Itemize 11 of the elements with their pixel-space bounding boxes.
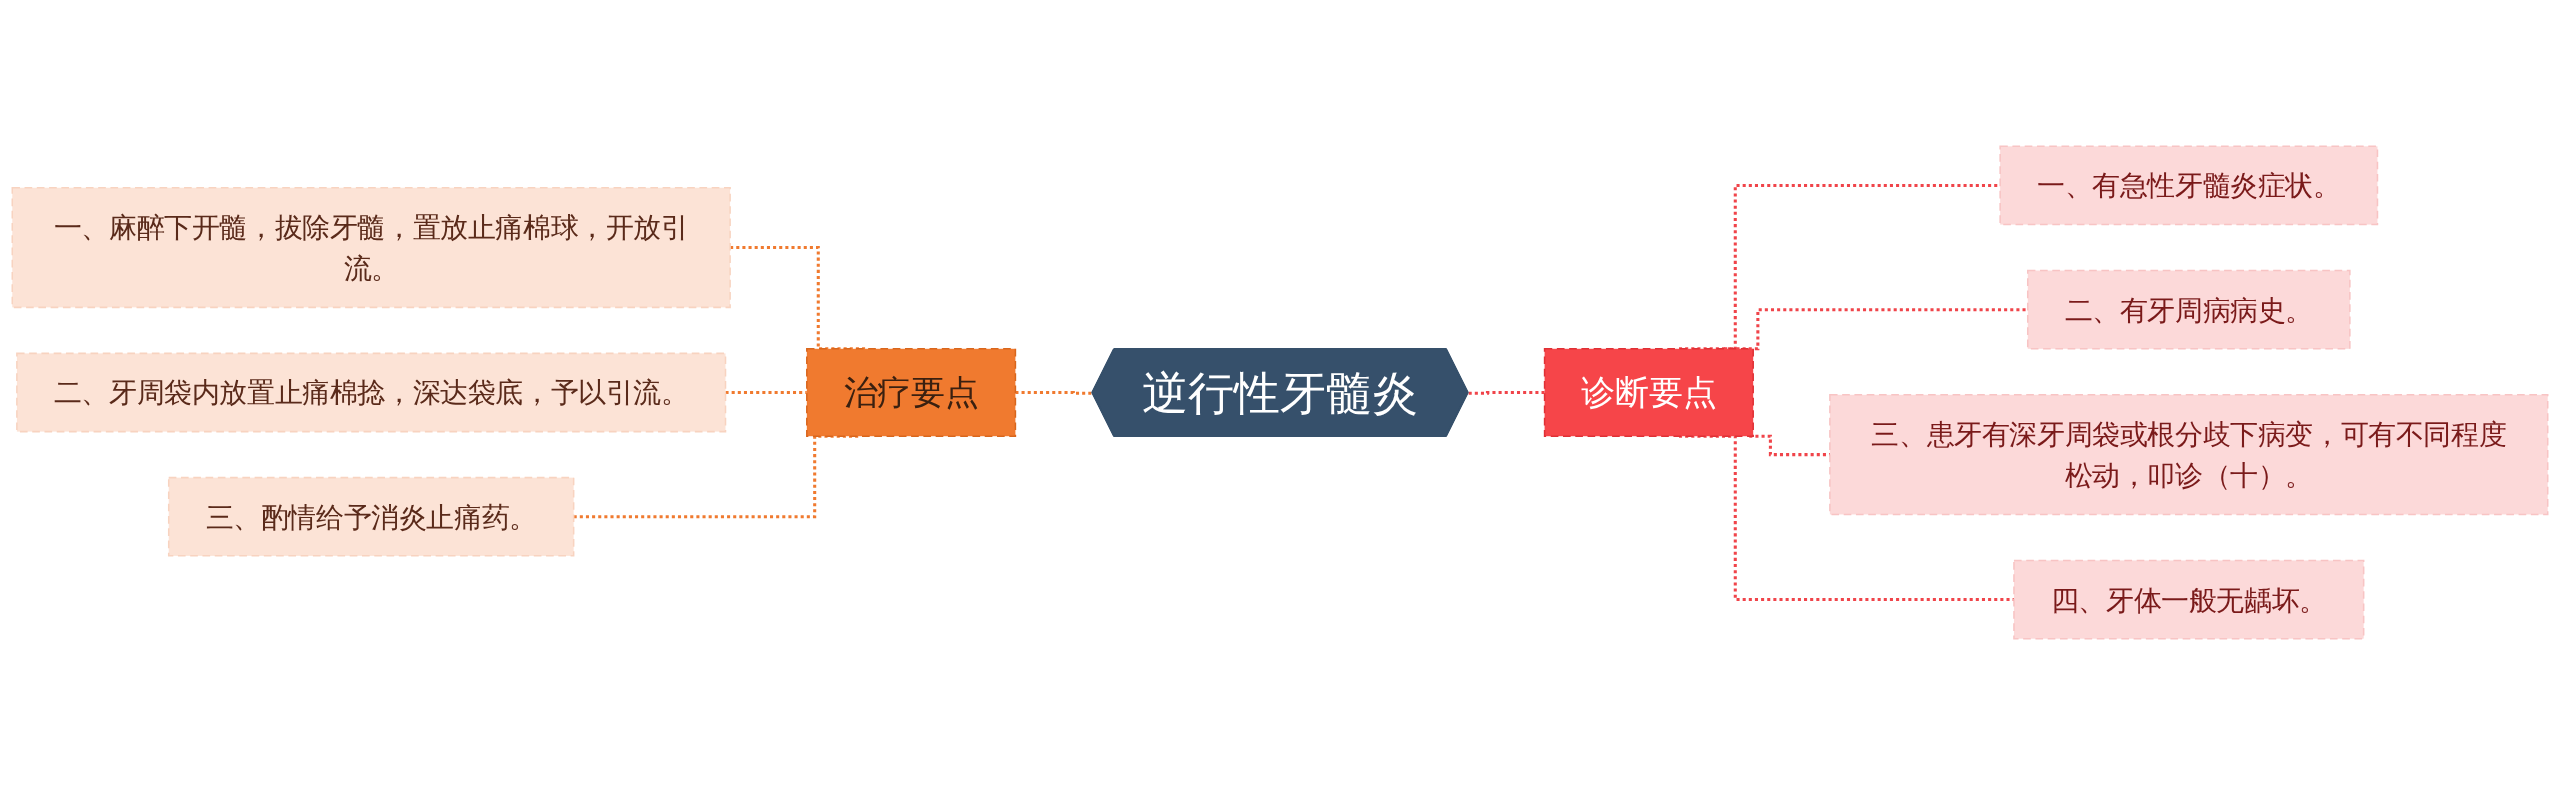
connector	[1468, 390, 1545, 395]
node-box: 四、牙体一般无龋坏。	[2013, 559, 2365, 640]
connector	[1015, 390, 1093, 395]
node-box: 诊断要点	[1543, 348, 1754, 437]
node-box: 二、有牙周病病史。	[2027, 269, 2351, 350]
node-box: 一、麻醉下开髓，拔除牙髓，置放止痛棉球，开放引流。	[11, 186, 731, 309]
node-box: 三、患牙有深牙周袋或根分歧下病变，可有不同程度松动，叩诊（十）。	[1829, 394, 2549, 516]
node-box: 二、牙周袋内放置止痛棉捻，深达袋底，予以引流。	[16, 352, 727, 433]
node-box: 三、酌情给予消炎止痛药。	[167, 476, 575, 557]
node-box: 一、有急性牙髓炎症状。	[1999, 145, 2379, 226]
node-box: 治疗要点	[806, 348, 1017, 437]
